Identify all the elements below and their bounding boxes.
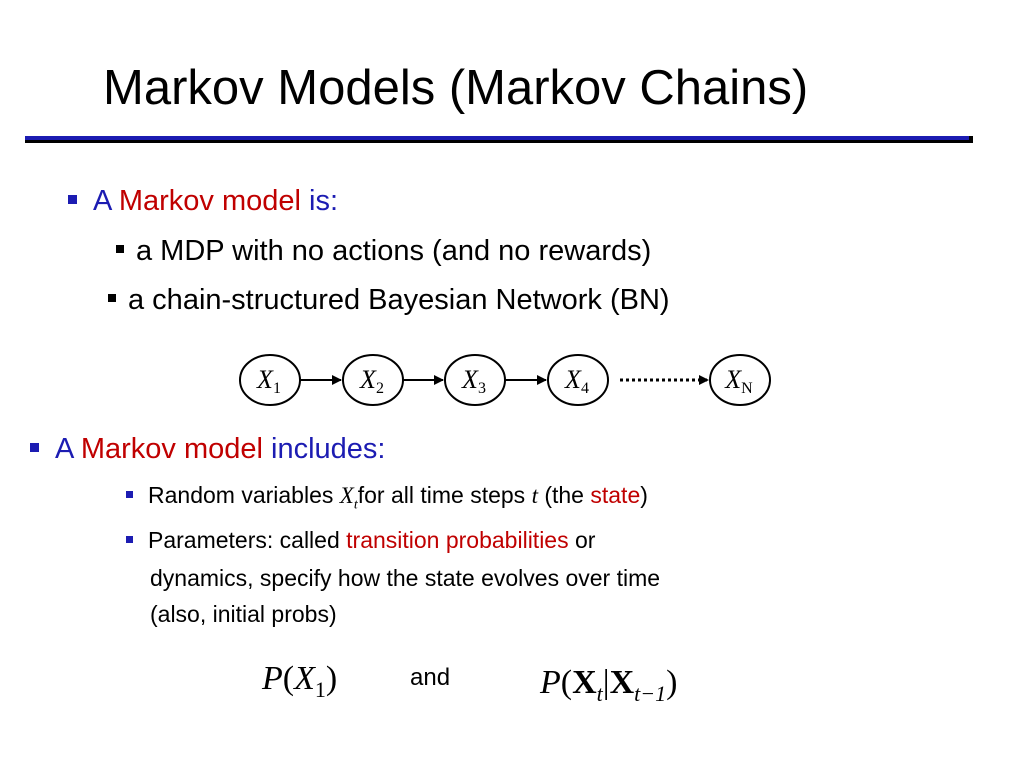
sub-bullet-parameters-cont2: (also, initial probs) (150, 601, 337, 627)
node-label: XN (724, 365, 753, 397)
sub-bullet-parameters: Parameters: called transition probabilit… (126, 526, 595, 554)
chain-node-2: X2 (342, 354, 404, 406)
sub-bullet-mdp: a MDP with no actions (and no rewards) (116, 234, 651, 268)
bullet-marker (116, 245, 124, 254)
sub-bullet-bayes-net: a chain-structured Bayesian Network (BN) (108, 283, 670, 317)
title-divider (25, 136, 973, 143)
and-label: and (410, 664, 451, 691)
chain-node-5: XN (709, 354, 771, 406)
bullet-marker (68, 194, 77, 204)
bullet-markov-model-is: A Markov model is: (68, 184, 338, 218)
node-label: X1 (256, 365, 281, 397)
chain-node-4: X4 (547, 354, 609, 406)
bullet-marker (30, 442, 39, 452)
math-t: t (531, 483, 538, 508)
term-state: state (590, 482, 641, 508)
term-markov-model: Markov model (80, 433, 263, 465)
bullet-marker (108, 294, 116, 303)
node-label: X3 (461, 365, 486, 397)
bullet-marker (126, 536, 133, 544)
sub-bullet-parameters-cont1: dynamics, specify how the state evolves … (150, 565, 661, 591)
bullet-markov-model-includes: A Markov model includes: (30, 432, 385, 466)
node-label: X4 (564, 365, 589, 397)
sub-bullet-random-variables: Random variables Xtfor all time steps t … (126, 481, 648, 520)
node-ellipse (709, 354, 771, 406)
node-label: X2 (359, 365, 384, 397)
term-markov-model: Markov model (118, 185, 301, 217)
chain-node-3: X3 (444, 354, 506, 406)
formula-initial-prob: P(X1) (262, 660, 338, 702)
bullet-marker (126, 491, 133, 499)
node-ellipse (547, 354, 609, 406)
term-transition-probabilities: transition probabilities (346, 527, 569, 553)
math-xt: Xt (339, 483, 358, 513)
slide-title: Markov Models (Markov Chains) (103, 61, 809, 115)
formula-transition-prob: P(Xt|Xt−1) (540, 664, 678, 706)
chain-node-1: X1 (239, 354, 301, 406)
